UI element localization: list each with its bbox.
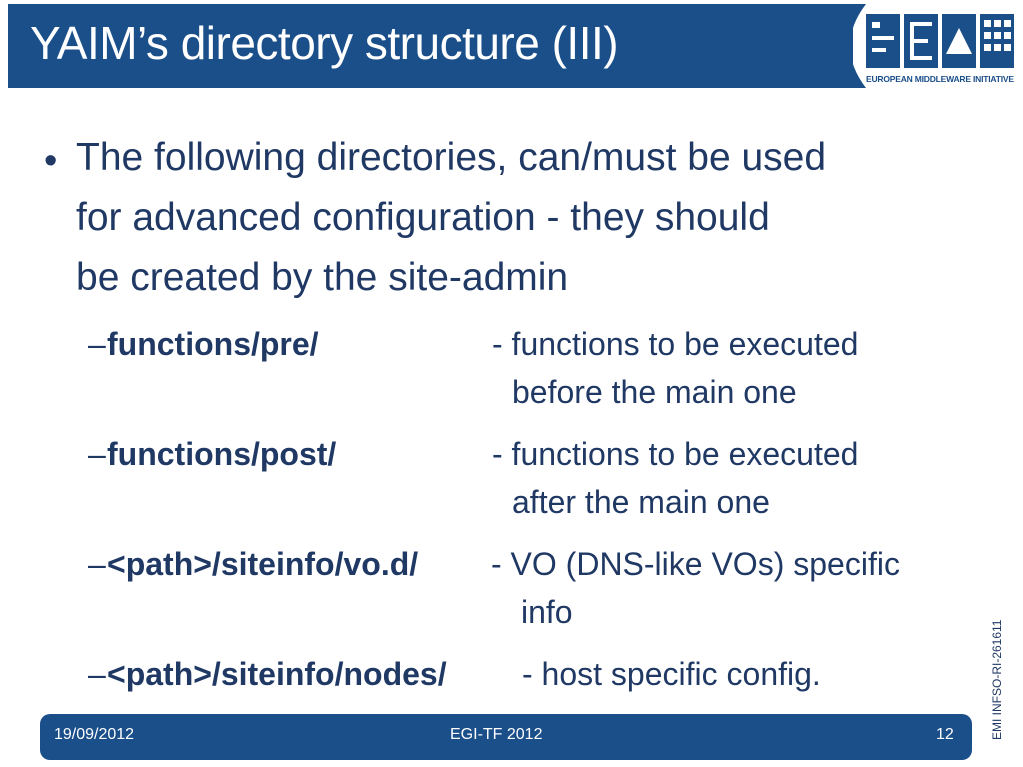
page-number: 12 [936, 726, 954, 743]
directory-path: functions/post/ [107, 436, 337, 472]
directory-path: functions/pre/ [107, 326, 319, 362]
bullet-line: be created by the site-admin [76, 256, 569, 299]
directory-path: <path>/siteinfo/vo.d/ [107, 546, 419, 582]
sub-bullet-dash: – [88, 656, 106, 692]
sub-bullet-dash: – [88, 436, 106, 472]
logo-caption: EUROPEAN MIDDLEWARE INITIATIVE [866, 74, 1014, 84]
emi-logo-area [866, 4, 1023, 88]
slide-title: YAIM’s directory structure (III) [30, 17, 619, 69]
directory-description: - host specific config. [522, 656, 821, 692]
sub-bullet-dash: – [88, 546, 106, 582]
directory-path: <path>/siteinfo/nodes/ [107, 656, 447, 692]
bullet-marker: • [44, 140, 58, 182]
footer-date: 19/09/2012 [54, 726, 135, 743]
directory-description: info [521, 594, 573, 630]
footer-event: EGI-TF 2012 [450, 726, 543, 743]
directory-description: - functions to be executed [492, 326, 859, 362]
directory-description: after the main one [512, 484, 770, 520]
footer-bar: 19/09/2012 EGI-TF 2012 12 [40, 714, 972, 760]
directory-description: - functions to be executed [492, 436, 859, 472]
sub-bullet-dash: – [88, 326, 106, 362]
project-code-label: EMI INFSO-RI-261611 [990, 619, 1004, 740]
bullet-line: The following directories, can/must be u… [76, 136, 827, 179]
title-bar: YAIM’s directory structure (III) [8, 4, 853, 88]
directory-description: before the main one [512, 374, 797, 410]
directory-description: - VO (DNS-like VOs) specific [491, 546, 900, 582]
bullet-line: for advanced configuration - they should [76, 196, 770, 239]
emi-logo-icon [866, 14, 1014, 68]
title-bar-curve [826, 4, 866, 88]
